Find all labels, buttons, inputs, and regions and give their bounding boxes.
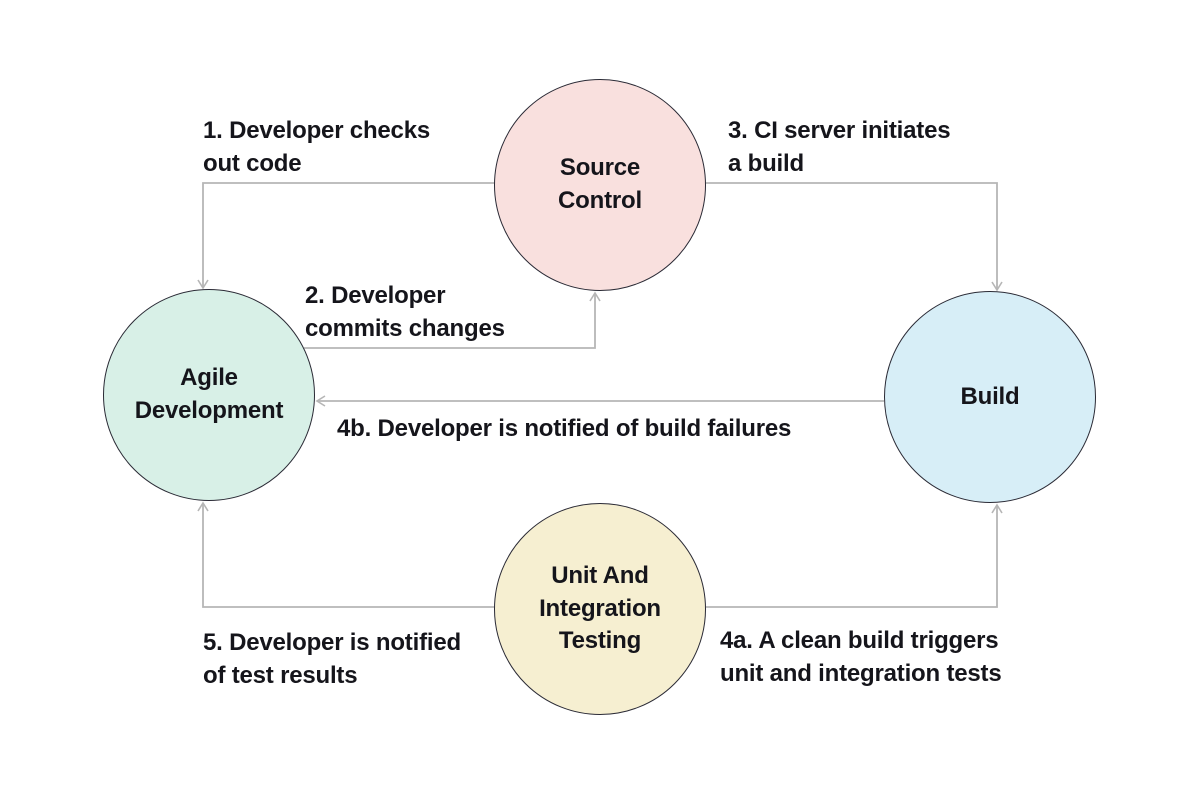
node-source-control: Source Control [494, 79, 706, 291]
node-build-label: Build [960, 382, 1020, 410]
edge-label-step2: 2. Developer commits changes [305, 282, 505, 342]
edge-step5-testing-to-agile [197, 501, 494, 608]
edge-label-step3: 3. CI server initiates a build [728, 117, 951, 177]
node-unit-integration-testing-label: Unit And Integration Testing [539, 561, 661, 655]
edge-step2-agile-to-source [304, 291, 601, 349]
edge-label-step1: 1. Developer checks out code [203, 117, 431, 177]
edge-label-step5: 5. Developer is notified of test results [203, 629, 461, 689]
edge-step1-source-to-agile [197, 182, 494, 290]
node-unit-integration-testing: Unit And Integration Testing [494, 503, 706, 715]
node-agile-development-label: Agile Development [134, 364, 284, 424]
node-build: Build [884, 291, 1096, 503]
node-source-control-label: Source Control [558, 154, 642, 214]
edge-label-step4a: 4a. A clean build triggers unit and inte… [720, 627, 1002, 687]
edge-step3-source-to-build [706, 182, 1003, 292]
edge-step4a-testing-to-build [706, 503, 1003, 608]
edge-label-step4b: 4b. Developer is notified of build failu… [337, 415, 792, 442]
node-agile-development: Agile Development [103, 289, 315, 501]
